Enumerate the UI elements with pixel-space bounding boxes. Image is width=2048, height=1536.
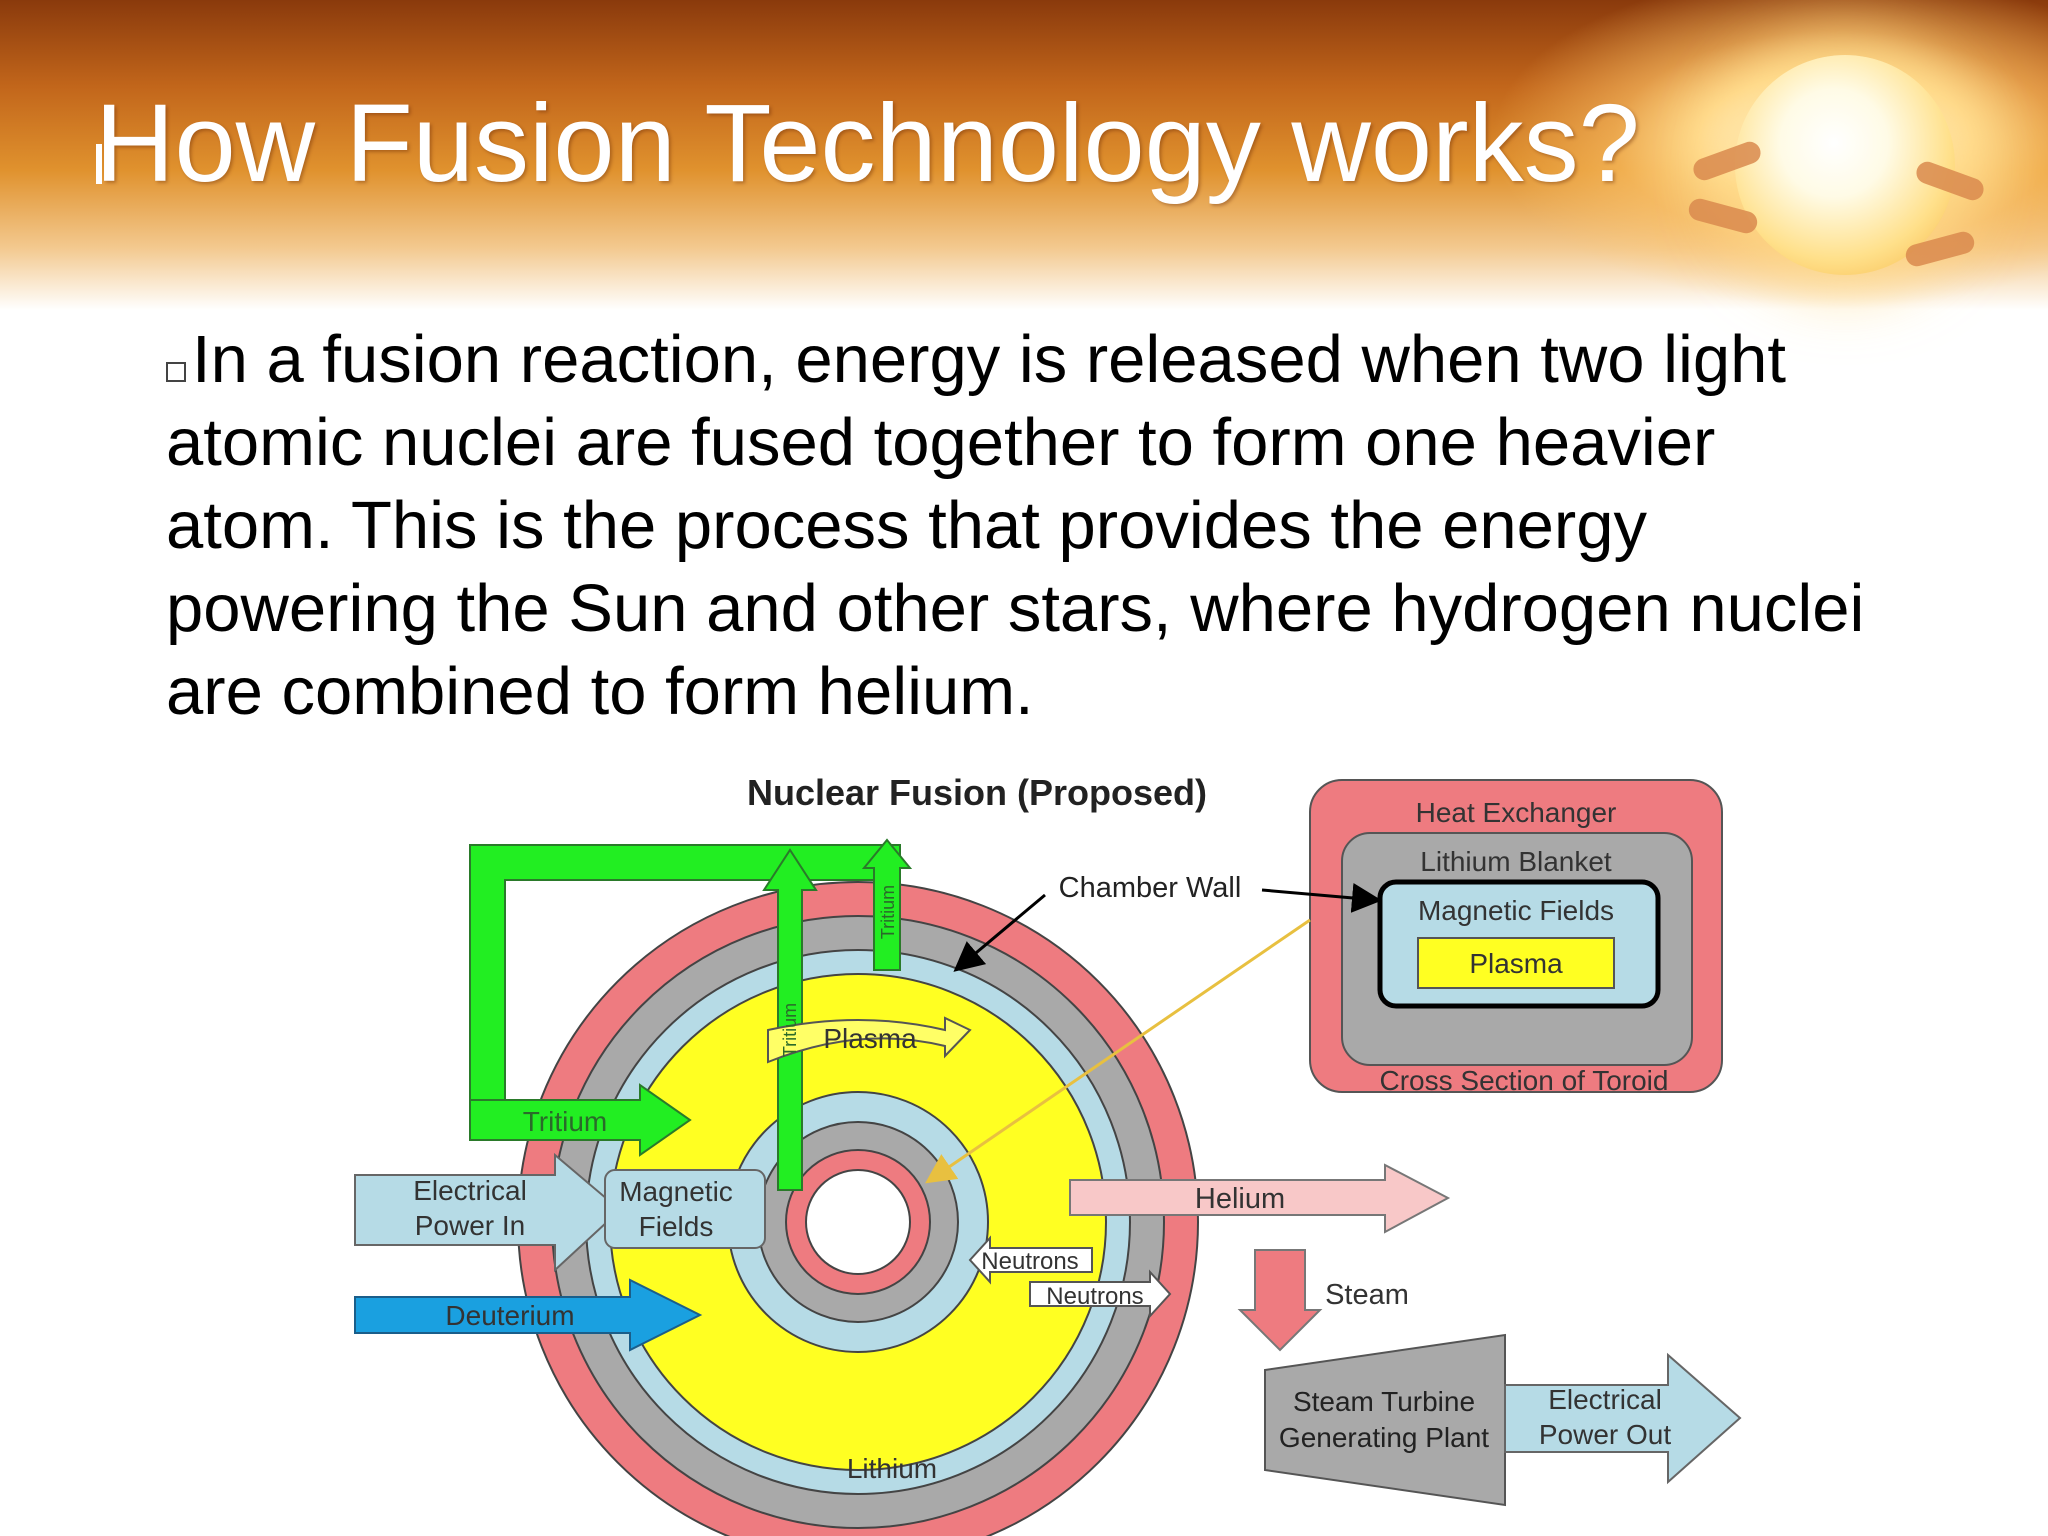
plasma-inset-label: Plasma — [1469, 948, 1563, 979]
title-bullet-mark — [96, 144, 102, 184]
magnetic-fields-box — [604, 1169, 766, 1249]
slide-body: In a fusion reaction, energy is released… — [166, 318, 1886, 733]
tritium-top-arrow — [861, 838, 913, 971]
neutrons-label-1: Neutrons — [981, 1248, 1078, 1275]
electrical-in-label-line2: Power In — [415, 1210, 526, 1241]
steam-turbine-block — [1264, 1333, 1506, 1507]
magnetic-fields-inset-label: Magnetic Fields — [1418, 895, 1614, 926]
chamber-wall-label: Chamber Wall — [1059, 872, 1242, 904]
helium-label: Helium — [1195, 1183, 1285, 1215]
center-hole — [805, 1169, 911, 1275]
tritium-vertical-label: Tritium — [780, 1003, 800, 1057]
heat-exchanger-label: Heat Exchanger — [1416, 797, 1617, 828]
magnetic-fields-label-line1: Magnetic — [619, 1176, 733, 1207]
neutrons-label-2: Neutrons — [1046, 1283, 1143, 1310]
helium-arrow — [1069, 1163, 1451, 1234]
steam-arrow — [1237, 1249, 1323, 1352]
cross-section-caption: Cross Section of Toroid — [1380, 1065, 1669, 1096]
turbine-label-line1: Steam Turbine — [1293, 1386, 1475, 1417]
neutrons-arrow-left — [968, 1235, 1093, 1285]
deuterium-arrow — [354, 1278, 703, 1352]
slide-body-text: In a fusion reaction, energy is released… — [166, 322, 1865, 729]
tritium-vertical-arrow — [762, 848, 818, 1191]
plasma-flow-arrow — [767, 1016, 972, 1064]
tritium-left-arrow — [469, 1083, 692, 1157]
magnetic-fields-label-line2: Fields — [639, 1211, 714, 1242]
bullet-icon — [166, 362, 186, 382]
electrical-power-out-arrow — [1504, 1352, 1742, 1485]
tritium-top-label: Tritium — [878, 885, 898, 939]
electrical-out-label-line1: Electrical — [1548, 1384, 1662, 1415]
slide-title: How Fusion Technology works? — [95, 82, 1640, 205]
lithium-blanket-label: Lithium Blanket — [1420, 846, 1612, 877]
plasma-inset-box — [1417, 937, 1615, 989]
lithium-label: Lithium — [847, 1453, 937, 1484]
plasma-label: Plasma — [823, 1023, 917, 1054]
electrical-power-in-arrow — [354, 1152, 622, 1273]
cross-section-pointer — [925, 918, 1311, 1184]
tritium-left-label: Tritium — [523, 1106, 608, 1137]
electrical-in-label-line1: Electrical — [413, 1175, 527, 1206]
chamber-wall-pointer — [953, 893, 1046, 972]
steam-label: Steam — [1325, 1279, 1409, 1311]
diagram-title: Nuclear Fusion (Proposed) — [747, 772, 1207, 813]
deuterium-label: Deuterium — [445, 1300, 574, 1331]
turbine-label-line2: Generating Plant — [1279, 1422, 1489, 1453]
chamber-wall-inset-pointer — [1261, 882, 1382, 913]
electrical-out-label-line2: Power Out — [1539, 1419, 1671, 1450]
neutrons-arrow-right — [1029, 1269, 1172, 1319]
